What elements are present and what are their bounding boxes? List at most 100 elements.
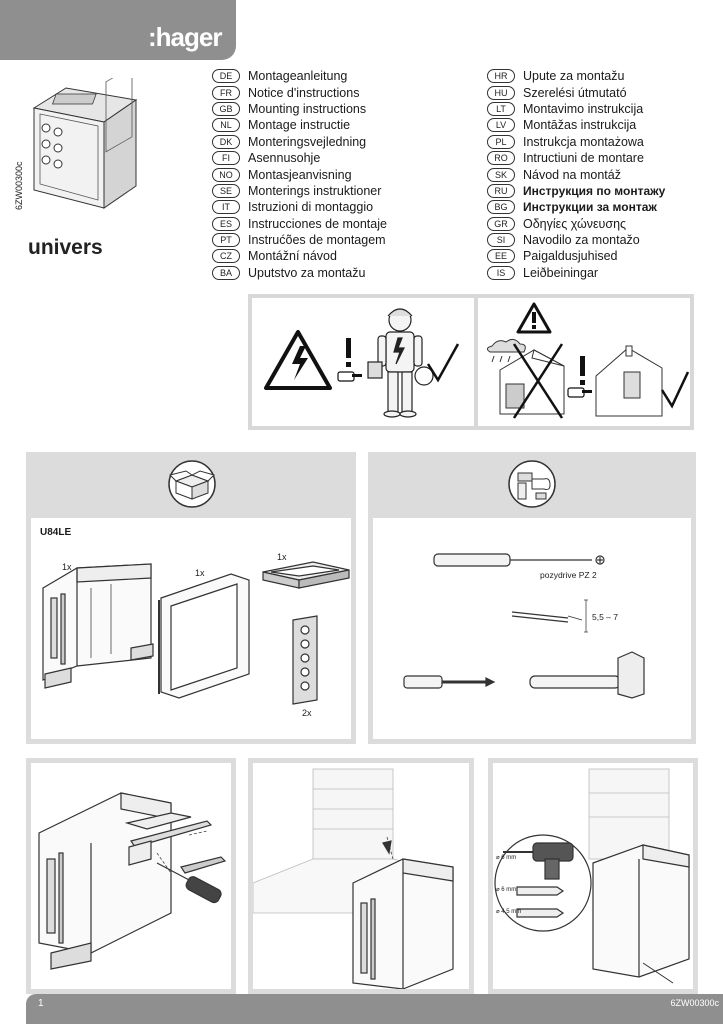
pointing-hand-icon: [337, 371, 362, 382]
lang-label: Οδηγίες χώνευσης: [523, 216, 627, 231]
lang-label: Leiðbeiningar: [523, 265, 599, 280]
step-2-body: [253, 763, 469, 989]
plate-qty: 2x: [302, 708, 312, 718]
screwdriver-tool: [433, 553, 605, 567]
lang-code-badge: GB: [212, 101, 240, 116]
lang-code-badge: BA: [212, 265, 240, 280]
lang-code-badge: RU: [487, 183, 515, 198]
lang-code-badge: ES: [212, 216, 240, 231]
lang-code-badge: PT: [212, 233, 240, 248]
lang-code-badge: RO: [487, 151, 515, 166]
lang-row-pt: PT Instrućões de montagem: [212, 232, 387, 248]
electrician-figure-icon: [367, 308, 434, 418]
hager-logo: :hager: [148, 22, 222, 52]
lang-row-nl: NL Montage instructie: [212, 117, 387, 133]
drill-bit-3-label: ⌀ 4,5 mm: [496, 909, 522, 915]
lang-label: Paigaldusjuhised: [523, 249, 618, 264]
lang-code-badge: CZ: [212, 249, 240, 264]
warning-triangle-icon: [516, 302, 552, 334]
lang-label: Montážní návod: [248, 249, 337, 264]
indoor-house-icon: [595, 345, 663, 417]
exclamation-icon: [346, 338, 351, 367]
tools-drawing: [403, 553, 645, 699]
exclamation-icon: [580, 356, 585, 385]
lang-row-sk: SK Návod na montáž: [487, 166, 665, 182]
lang-code-badge: SK: [487, 167, 515, 182]
gasket-frame-part: [262, 561, 350, 589]
checkmark-icon: [426, 343, 460, 383]
footer-document-code: 6ZW00300c: [670, 998, 719, 1008]
lang-label: Instrućões de montagem: [248, 233, 386, 248]
lang-code-badge: SI: [487, 233, 515, 248]
safety-warning-frame: [248, 294, 694, 430]
lang-code-badge: DE: [212, 69, 240, 84]
step-3-body: [493, 763, 693, 989]
lang-code-badge: LV: [487, 118, 515, 133]
drill-bit-2-label: ⌀ 6 mm: [496, 887, 517, 893]
step-1-body: [31, 763, 231, 989]
lang-row-si: SI Navodilo za montažo: [487, 232, 665, 248]
outdoor-house-crossed-icon: [486, 338, 565, 419]
door-qty: 1x: [195, 568, 205, 578]
lang-code-badge: DK: [212, 134, 240, 149]
gasket-qty: 1x: [277, 552, 287, 562]
lang-label: Montage instructie: [248, 118, 351, 133]
lang-label: Notice d'instructions: [248, 85, 360, 100]
product-name: univers: [28, 236, 103, 259]
electrical-hazard-icon: [264, 330, 332, 390]
lang-code-badge: EE: [487, 249, 515, 264]
lang-code-badge: IS: [487, 265, 515, 280]
wrench-tools-icon: [508, 460, 556, 508]
step-3-panel: [488, 758, 698, 994]
page-number: 1: [38, 998, 44, 1009]
enclosure-door-part: [158, 573, 250, 699]
step-3-drawing: [494, 768, 690, 984]
lang-label: Monterings instruktioner: [248, 183, 382, 198]
enclosure-frame-part: [42, 563, 154, 689]
lang-code-badge: IT: [212, 200, 240, 215]
product-code-vertical: 6ZW00300c: [14, 161, 24, 210]
lang-row-ru: RU Инструкция по монтажу: [487, 183, 665, 199]
lang-label: Navodilo za montažo: [523, 233, 640, 248]
lang-label: Instrucciones de montaje: [248, 216, 387, 231]
checkmark-icon: [660, 371, 690, 409]
reference-code: U84LE: [40, 527, 72, 538]
lang-code-badge: FR: [212, 85, 240, 100]
screwdriver-in-use: [156, 862, 222, 904]
strip-length-label: 5,5 – 7: [592, 612, 618, 622]
lang-code-badge: HU: [487, 85, 515, 100]
step-1-drawing: [38, 792, 227, 970]
lang-row-is: IS Leiðbeiningar: [487, 265, 665, 281]
frame-qty: 1x: [62, 562, 72, 572]
lang-code-badge: NO: [212, 167, 240, 182]
lang-code-badge: HR: [487, 69, 515, 84]
screwdriver-label: pozydrive PZ 2: [540, 570, 597, 580]
lang-code-badge: BG: [487, 200, 515, 215]
step-2-drawing: [253, 768, 454, 989]
warning-divider: [474, 298, 478, 426]
lang-label: Инструкция по монтажу: [523, 183, 666, 198]
lang-label: Návod na montáž: [523, 167, 621, 182]
lang-label: Asennusohje: [248, 151, 321, 166]
lang-row-lv: LV Montāžas instrukcija: [487, 117, 665, 133]
lang-code-badge: GR: [487, 216, 515, 231]
lang-row-es: ES Instrucciones de montaje: [212, 216, 387, 232]
lang-code-badge: FI: [212, 151, 240, 166]
lang-code-badge: NL: [212, 118, 240, 133]
product-enclosure-image: [26, 78, 146, 218]
lang-label: Montāžas instrukcija: [523, 118, 637, 133]
lang-label: Montasjeanvisning: [248, 167, 352, 182]
header-band: [0, 0, 236, 60]
drill-icon: [503, 842, 574, 880]
